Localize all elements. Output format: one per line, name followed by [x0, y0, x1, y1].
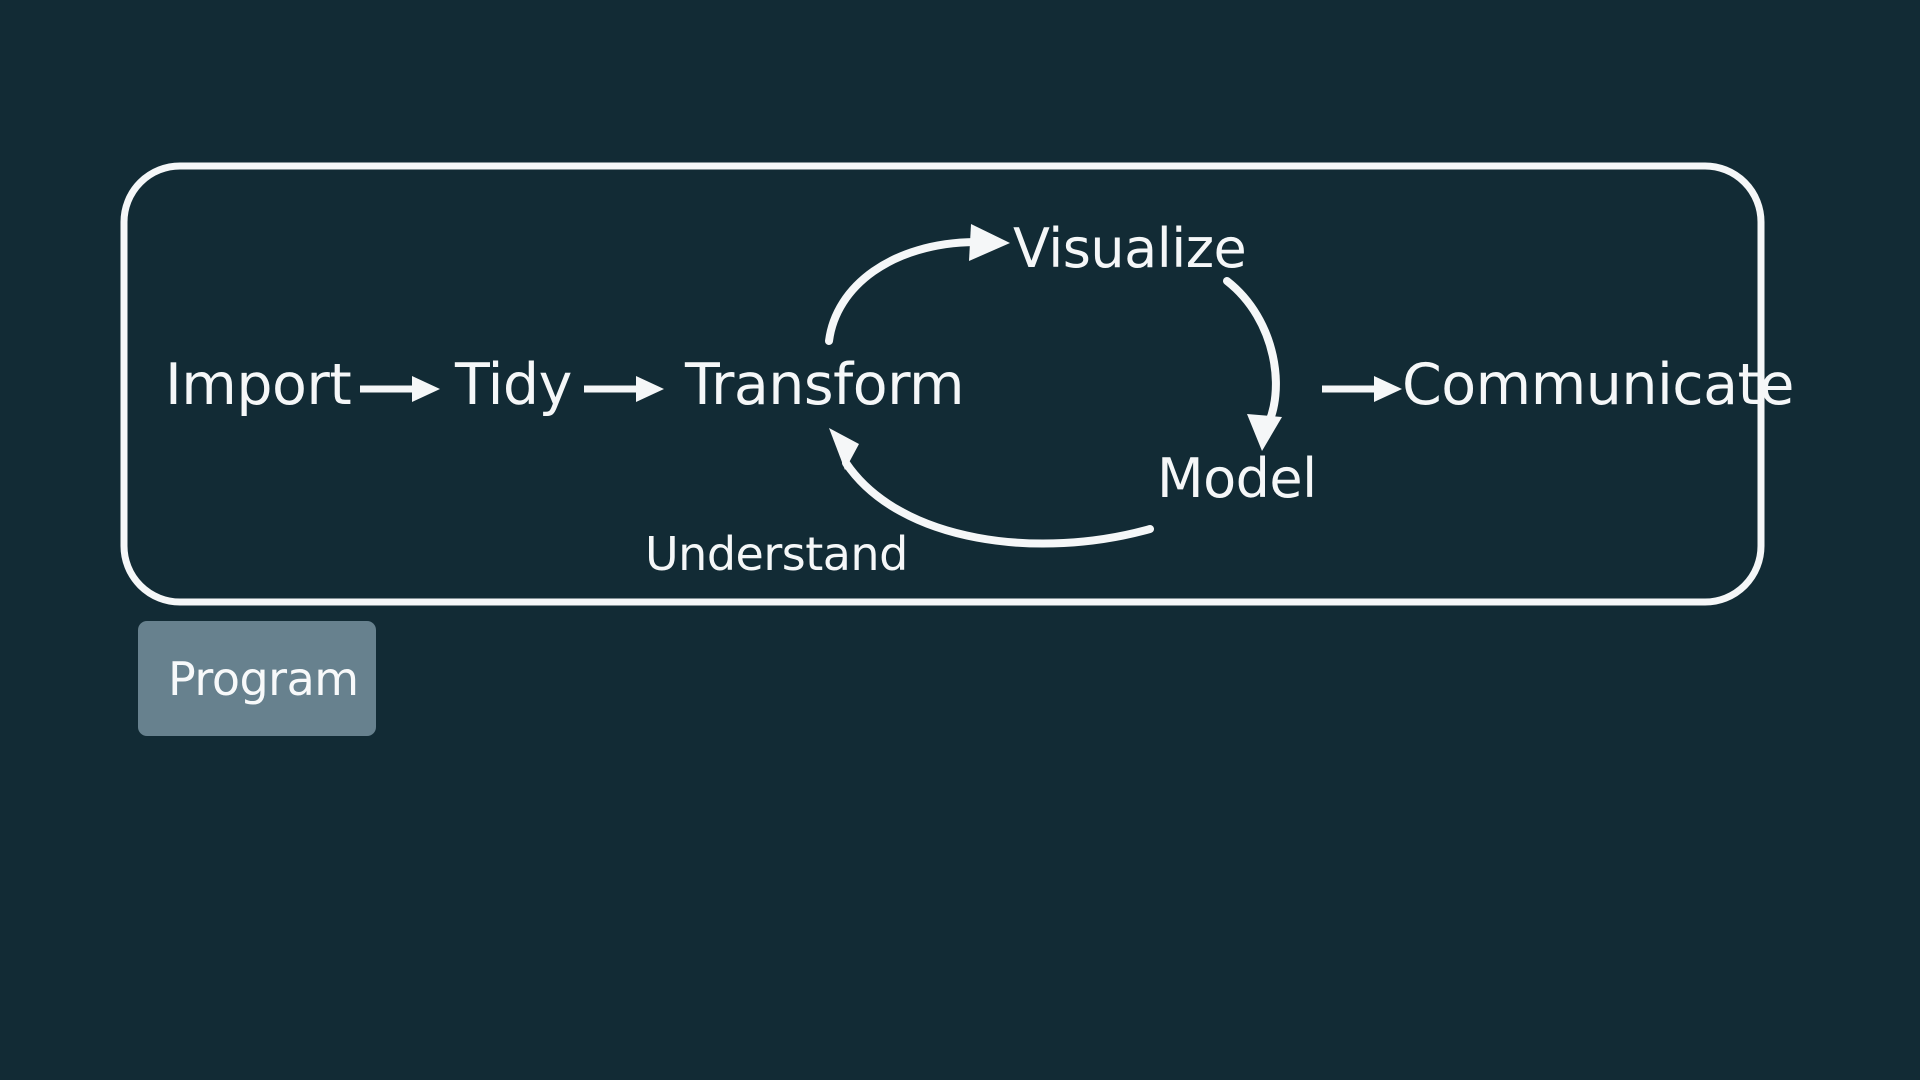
node-label-transform: Transform	[685, 352, 965, 418]
arrow-model-to-communicate	[1322, 376, 1402, 402]
node-label-model: Model	[1157, 447, 1317, 510]
node-label-visualize: Visualize	[1013, 217, 1247, 280]
node-label-communicate: Communicate	[1402, 352, 1795, 418]
arrow-transform-to-visualize	[825, 224, 1010, 345]
arrow-import-to-tidy	[360, 376, 440, 402]
node-label-tidy: Tidy	[455, 352, 572, 418]
workflow-container-box	[120, 162, 1765, 606]
arrow-tidy-to-transform	[584, 376, 664, 402]
annotation-label-understand: Understand	[645, 527, 908, 581]
node-label-import: Import	[165, 352, 352, 418]
program-button-label: Program	[168, 651, 359, 706]
program-button[interactable]: Program	[138, 621, 376, 736]
arrow-visualize-to-model	[1223, 277, 1282, 451]
arrow-model-to-transform	[829, 428, 1154, 548]
